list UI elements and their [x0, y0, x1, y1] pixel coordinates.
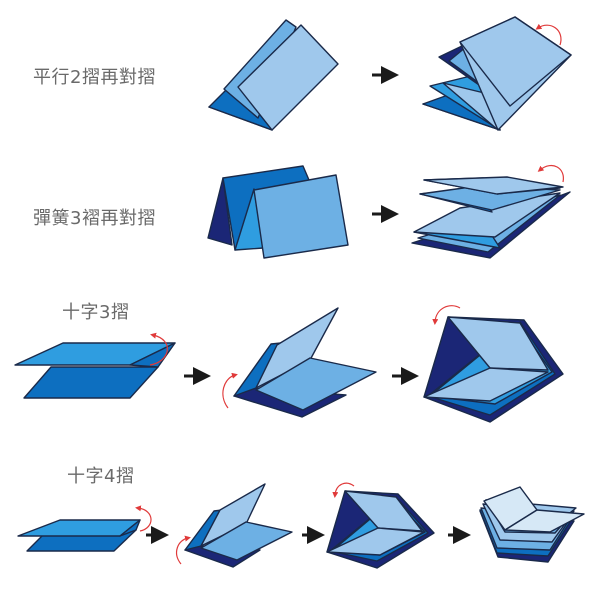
rotate-icon — [432, 305, 461, 325]
rotate-icon — [135, 505, 152, 532]
row-3-label: 十字3摺 — [62, 302, 130, 323]
row-3-step-1 — [14, 332, 176, 399]
rotate-icon — [176, 535, 191, 565]
row-3-step-3-result — [423, 305, 564, 423]
row-4-step-1 — [17, 505, 152, 552]
row-4-step-3 — [326, 482, 435, 569]
rotate-icon — [149, 332, 168, 366]
rotate-icon — [535, 23, 562, 46]
row-2-step-2-refold — [411, 165, 571, 259]
rotate-icon — [537, 165, 564, 183]
row-2-label: 彈簧3褶再對摺 — [33, 208, 156, 229]
row-4-step-2 — [176, 483, 293, 568]
row-2-step-1-accordion-fold — [207, 165, 349, 259]
row-3-step-2 — [222, 307, 377, 418]
row-1-step-1-parallel-fold — [208, 19, 339, 131]
row-4-label: 十字4摺 — [67, 466, 135, 487]
rotate-icon — [332, 482, 355, 498]
row-4-step-4-result — [479, 486, 585, 563]
rotate-icon — [222, 372, 238, 409]
row-1-label: 平行2摺再對摺 — [33, 67, 156, 88]
row-1-step-2-refold — [422, 16, 572, 131]
